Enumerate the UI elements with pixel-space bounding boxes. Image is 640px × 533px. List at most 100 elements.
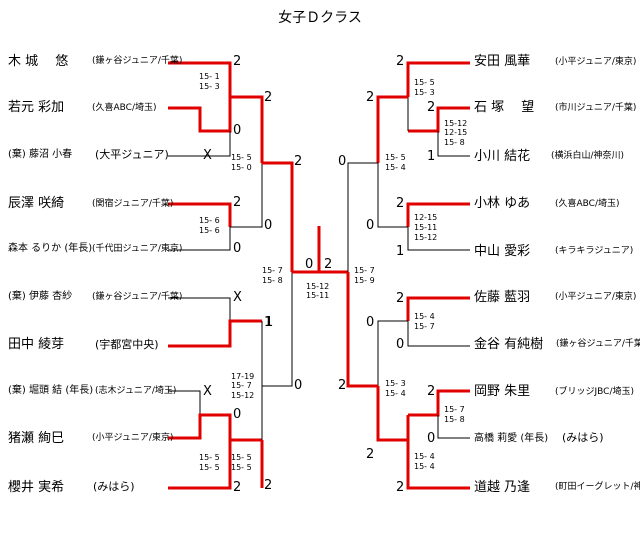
left-r2-score-4: 2	[264, 478, 273, 493]
right-player-7-club: (鎌ヶ谷ジュニア/千葉)	[556, 339, 640, 349]
right-r2-score-3: 0	[366, 315, 375, 330]
left-r2-score-3: 1	[264, 315, 273, 330]
right-player-7-name: 金谷 有純樹	[474, 337, 544, 352]
left-r2-set-4a: 15- 5	[231, 453, 252, 462]
right-sf-score-1: 0	[338, 154, 347, 169]
final-score-left: 0	[305, 257, 314, 272]
left-player-9-club: (小平ジュニア/東京)	[92, 433, 174, 443]
left-player-2-club: (久喜ABC/埼玉)	[92, 103, 157, 113]
right-r1-set-10a: 15- 4	[414, 452, 435, 461]
right-player-8-name: 岡野 朱里	[474, 384, 531, 399]
right-player-10-club: (町田イーグレット/神奈川)	[555, 482, 640, 492]
left-player-4-club: (関宿ジュニア/千葉)	[92, 199, 174, 209]
left-r1-score-8: X	[203, 384, 212, 399]
right-line-r2-1	[376, 95, 408, 163]
left-line-p3	[168, 131, 231, 157]
right-r2-set-1b: 15- 4	[385, 163, 406, 172]
right-r1-score-5: 1	[396, 244, 405, 259]
left-line-sf-2	[262, 272, 293, 387]
left-line-p6	[168, 297, 231, 321]
left-r1-score-2: 0	[233, 123, 242, 138]
left-line-p1	[168, 61, 232, 97]
left-player-8-name: (棄) 堀頭 結 (年長)	[8, 385, 94, 396]
right-line-p9	[437, 415, 470, 439]
left-r2-set-1b: 15- 0	[231, 163, 252, 172]
left-player-10-name: 櫻井 実希	[8, 480, 65, 495]
right-r2-set-4b: 15- 4	[385, 389, 406, 398]
left-line-p5	[168, 227, 231, 251]
right-r2-score-2: 0	[366, 218, 375, 233]
left-player-3-name: (棄) 藤沼 小春	[8, 149, 73, 160]
page-title: 女子Ｄクラス	[278, 10, 362, 26]
right-r1-score-2: 2	[427, 100, 436, 115]
left-sf-score-1: 2	[294, 154, 303, 169]
right-r1-set-10b: 15- 4	[414, 462, 435, 471]
right-sf-set-1b: 15- 9	[354, 276, 375, 285]
right-r1-score-9: 0	[427, 431, 436, 446]
right-r1-set-2a: 15-12	[444, 119, 468, 128]
right-line-sf-1	[347, 162, 378, 272]
left-player-2-name: 若元 彩加	[8, 100, 65, 115]
right-r1-set-1a: 15- 5	[414, 78, 435, 87]
right-r1-set-8a: 15- 7	[444, 405, 465, 414]
left-r1-set-1b: 15- 3	[199, 82, 220, 91]
right-sf-score-2: 2	[338, 378, 347, 393]
right-r1-score-4: 2	[396, 196, 405, 211]
left-r1-set-10b: 15- 5	[199, 463, 220, 472]
left-r1-set-8c: 15-12	[231, 391, 255, 400]
right-line-p1	[406, 61, 470, 97]
right-line-r2-3	[377, 320, 408, 386]
right-player-3-name: 小川 結花	[474, 149, 531, 164]
final-set-2: 15-11	[306, 291, 330, 300]
right-player-2-club: (市川ジュニア/千葉)	[555, 103, 637, 113]
left-r1-set-4a: 15- 6	[199, 216, 220, 225]
left-r1-score-3: X	[203, 148, 212, 163]
right-line-p6	[406, 296, 470, 321]
left-player-5-club: (千代田ジュニア/東京)	[92, 244, 183, 254]
left-r1-score-9: 0	[233, 407, 242, 422]
left-r1-score-1: 2	[233, 54, 242, 69]
left-r1-score-6: X	[233, 290, 242, 305]
right-r1-score-7: 0	[396, 337, 405, 352]
right-player-4-name: 小林 ゆあ	[474, 196, 531, 211]
left-player-1-name: 木 城 悠	[8, 54, 69, 69]
right-player-2-name: 石 塚 望	[474, 100, 535, 115]
right-r1-score-6: 2	[396, 291, 405, 306]
final-score-right: 2	[324, 257, 333, 272]
right-r1-set-4a: 12-15	[414, 213, 438, 222]
left-sf-set-1a: 15- 7	[262, 266, 283, 275]
right-r2-score-4: 2	[366, 447, 375, 462]
left-r1-score-7: 1	[265, 315, 274, 330]
left-r1-set-8a: 17-19	[231, 372, 255, 381]
right-r2-set-4a: 15- 3	[385, 379, 406, 388]
left-r1-score-10: 2	[233, 480, 242, 495]
left-line-r2-1	[230, 95, 264, 163]
final-set-1: 15-12	[306, 282, 330, 291]
right-line-r2-4	[376, 386, 408, 442]
left-line-p8	[168, 390, 230, 416]
right-player-9-club: (みはら)	[562, 431, 604, 444]
left-line-p4	[168, 202, 232, 227]
right-player-6-name: 佐藤 藍羽	[474, 290, 531, 305]
right-sf-set-1a: 15- 7	[354, 266, 375, 275]
right-player-3-club: (横浜白山/神奈川)	[551, 151, 625, 161]
left-player-7-club: (宇都宮中央)	[95, 338, 159, 351]
right-r2-set-1a: 15- 5	[385, 153, 406, 162]
left-r2-set-1a: 15- 5	[231, 153, 252, 162]
left-r1-set-10a: 15- 5	[199, 453, 220, 462]
right-line-r2-2	[377, 163, 408, 228]
left-player-7-name: 田中 綾芽	[8, 337, 65, 352]
right-r1-score-1: 2	[396, 54, 405, 69]
left-line-p10	[168, 438, 262, 490]
left-line-p9	[168, 413, 232, 440]
right-player-8-club: (ブリッジJBC/埼玉)	[555, 387, 635, 397]
right-r1-score-8: 2	[427, 384, 436, 399]
right-r1-set-6b: 15- 7	[414, 322, 435, 331]
left-line-p2	[168, 97, 232, 133]
left-line-sf-1	[262, 161, 294, 272]
left-player-10-club: (みはら)	[93, 480, 135, 493]
right-line-p5	[407, 227, 470, 251]
right-r1-set-2c: 15- 8	[444, 138, 465, 147]
